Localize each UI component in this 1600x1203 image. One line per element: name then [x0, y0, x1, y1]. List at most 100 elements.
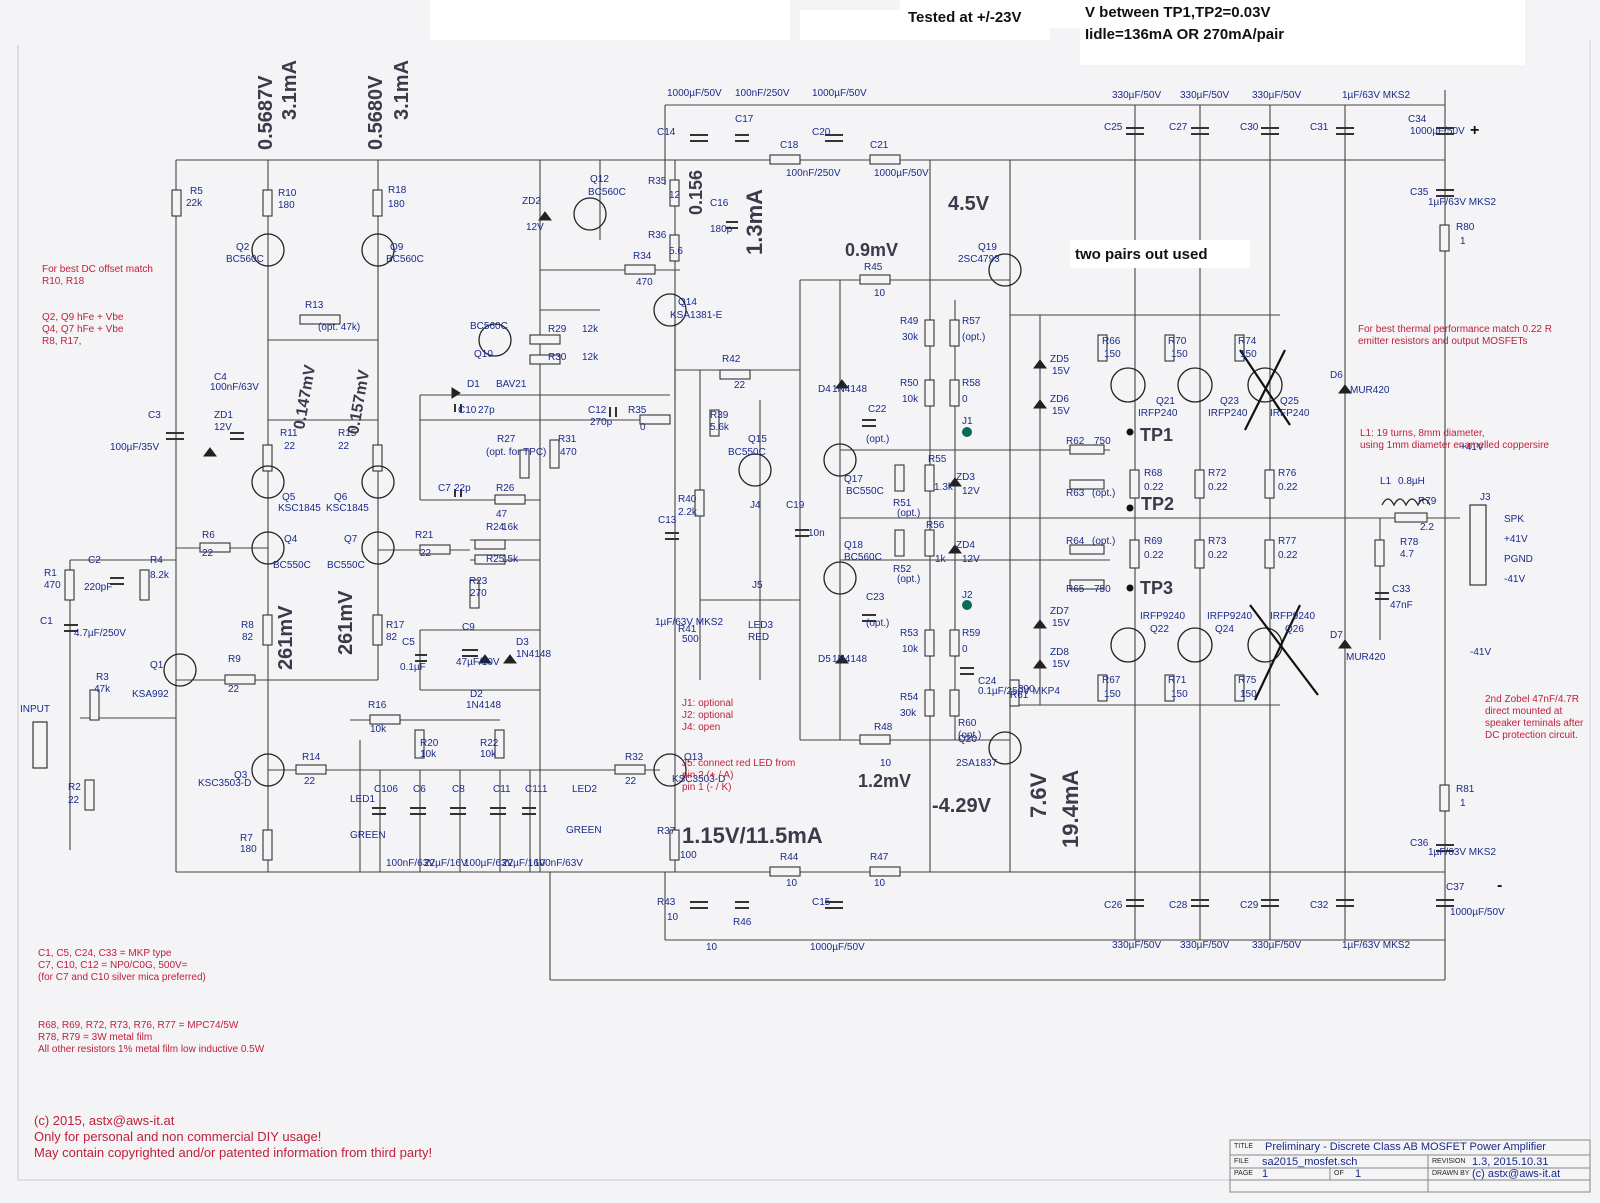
component-label: Q7	[344, 534, 358, 545]
hw-q20-current: 19.4mA	[1058, 770, 1083, 848]
component-label: 1µF/63V MKS2	[1342, 90, 1410, 101]
component-label: R31	[558, 434, 577, 445]
component-label: BC560C	[226, 254, 264, 265]
component-label: R65	[1066, 584, 1085, 595]
component-label: 100nF/63V	[210, 382, 259, 393]
component-label: 2.2	[1420, 522, 1434, 533]
component-label: BC550C	[273, 560, 311, 571]
component-label: R71	[1168, 675, 1187, 686]
component-label: MUR420	[1346, 652, 1386, 663]
component-label: R73	[1208, 536, 1227, 547]
component-label: R79	[1418, 496, 1437, 507]
component-label: C111	[525, 784, 548, 795]
component-label: R62	[1066, 436, 1085, 447]
component-label: R10	[278, 188, 297, 199]
component-label: C9	[462, 622, 475, 633]
component-label: R54	[900, 692, 919, 703]
component-label: MUR420	[1350, 385, 1390, 396]
component-label: C15	[812, 897, 831, 908]
hw-r17-voltage: 261mV	[335, 590, 357, 655]
component-label: GREEN	[566, 825, 602, 836]
component-label: 22	[420, 548, 432, 559]
component-label: R26	[496, 483, 515, 494]
component-label: R9	[228, 654, 241, 665]
hw-q20-voltage: -4.29V	[932, 795, 992, 817]
component-label: Q5	[282, 492, 296, 503]
component-label: Q9	[390, 242, 404, 253]
component-label: C17	[735, 114, 754, 125]
component-label: R46	[733, 917, 752, 928]
hw-tp2: TP2	[1141, 494, 1174, 514]
tb-revision: 1.3, 2015.10.31	[1472, 1156, 1549, 1168]
tb-revision-label: REVISION	[1432, 1158, 1466, 1165]
component-label: ZD1	[214, 410, 233, 421]
component-label: KSA1381-E	[670, 310, 723, 321]
component-label: R61	[1010, 690, 1029, 701]
component-label: Q18	[844, 540, 863, 551]
component-label: R22	[480, 738, 499, 749]
hw-q9-voltage: 0.5680V	[365, 75, 387, 150]
tb-page-label: PAGE	[1234, 1170, 1253, 1177]
component-label: C11	[493, 784, 511, 795]
component-label: IRFP9240	[1140, 611, 1185, 622]
component-label: D1	[467, 379, 480, 390]
component-label: R44	[780, 852, 799, 863]
component-label: R57	[962, 316, 981, 327]
component-label: C29	[1240, 900, 1259, 911]
component-label: 1000µF/50V	[667, 88, 722, 99]
component-label: C33	[1392, 584, 1411, 595]
component-label: R8	[241, 620, 254, 631]
component-label: (opt.)	[1092, 488, 1115, 499]
title-block	[1229, 1139, 1591, 1193]
component-label: ZD8	[1050, 647, 1069, 658]
component-label: 12k	[582, 324, 599, 335]
component-label: 15V	[1052, 618, 1070, 629]
hw-q9-current: 3.1mA	[391, 60, 413, 120]
component-label: 22	[202, 548, 214, 559]
component-label: R25	[486, 554, 505, 565]
component-label: 470	[44, 580, 61, 591]
component-label: 82	[386, 632, 398, 643]
component-label: 10	[874, 878, 886, 889]
component-label: IRFP9240	[1207, 611, 1252, 622]
component-label: 22	[338, 441, 350, 452]
component-label: Q23	[1220, 396, 1239, 407]
component-label: 15k	[502, 554, 519, 565]
rail-neg-label: -41V	[1470, 647, 1491, 658]
component-label: R59	[962, 628, 981, 639]
component-label: Q24	[1215, 624, 1234, 635]
component-label: C22	[868, 404, 887, 415]
hw-q2-voltage: 0.5687V	[255, 75, 277, 150]
component-label: 10k	[480, 749, 497, 760]
component-label: (opt.)	[958, 730, 981, 741]
component-label: 150	[1104, 689, 1121, 700]
component-label: ZD7	[1050, 606, 1069, 617]
component-label: 2SC4793	[958, 254, 1000, 265]
component-label: BC550C	[327, 560, 365, 571]
component-label: R6	[202, 530, 215, 541]
component-label: Q2	[236, 242, 250, 253]
component-label: Q13	[684, 752, 703, 763]
removed-q26-mark	[1249, 604, 1319, 701]
component-label: R32	[625, 752, 644, 763]
component-label: R1	[44, 568, 57, 579]
component-label: C36	[1410, 838, 1429, 849]
pos-rail-sign: +	[1470, 122, 1479, 139]
component-label: 150	[1171, 689, 1188, 700]
component-label: GREEN	[350, 830, 386, 841]
component-label: 1µF/63V MKS2	[1428, 197, 1496, 208]
component-label: C14	[657, 127, 676, 138]
component-label: LED2	[572, 784, 597, 795]
component-label: 15V	[1052, 406, 1070, 417]
component-label: BAV21	[496, 379, 527, 390]
component-label: C13	[658, 515, 677, 526]
component-label: 5.6k	[710, 422, 730, 433]
component-label: 8.2k	[150, 570, 170, 581]
component-label: R78	[1400, 537, 1419, 548]
component-label: 12V	[214, 422, 232, 433]
component-label: R27	[497, 434, 516, 445]
component-label: L1	[1380, 476, 1392, 487]
